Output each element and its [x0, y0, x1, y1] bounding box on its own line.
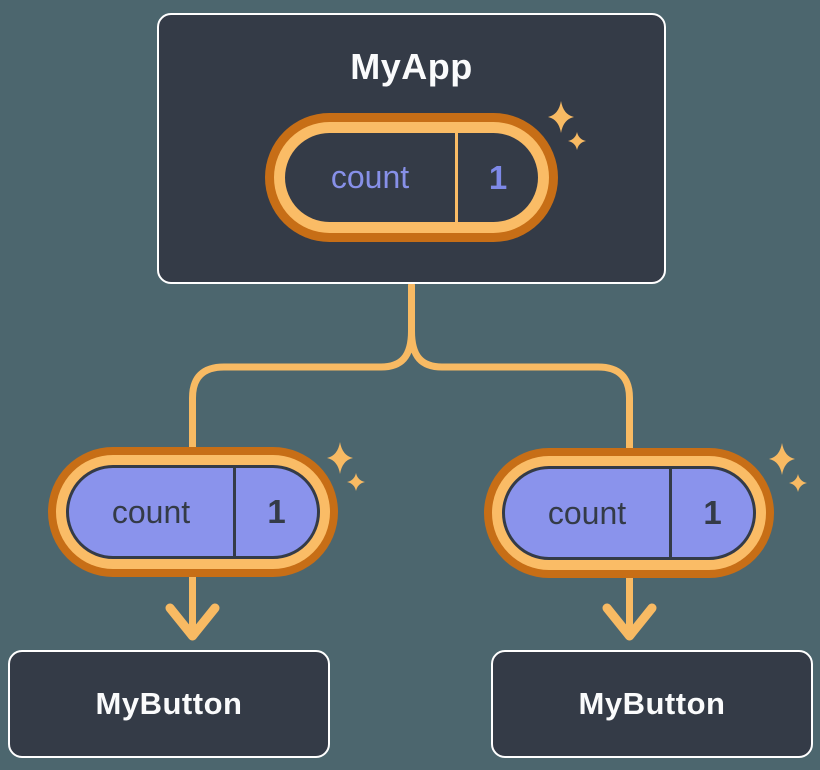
pill-divider — [233, 468, 236, 556]
state-pill-root: count 1 — [265, 113, 558, 242]
pill-body: count 1 — [502, 466, 756, 560]
component-node-mybutton-right: MyButton — [491, 650, 813, 758]
pill-inner-ring: count 1 — [274, 122, 549, 233]
sparkle-icon — [769, 443, 807, 492]
right-arrowhead-icon — [602, 603, 657, 641]
state-key-label: count — [330, 159, 410, 195]
pill-divider — [455, 133, 458, 222]
component-title: MyApp — [350, 46, 473, 87]
component-title: MyButton — [95, 686, 243, 721]
left-arrowhead-icon — [165, 603, 220, 641]
pill-body: count 1 — [285, 133, 538, 222]
pill-inner-ring: count 1 — [492, 456, 766, 570]
left-branch-line — [189, 327, 415, 636]
sparkle-icon — [548, 101, 586, 150]
component-title: MyButton — [578, 686, 726, 721]
pill-divider — [669, 469, 672, 557]
right-branch-line — [408, 327, 633, 636]
state-key-label: count — [547, 494, 627, 531]
state-key-label: count — [111, 493, 191, 530]
sparkle-icon — [327, 442, 365, 491]
state-value-label: 1 — [703, 494, 722, 531]
pill-inner-ring: count 1 — [56, 455, 330, 569]
pill-body: count 1 — [66, 465, 320, 559]
state-value-label: 1 — [267, 493, 286, 530]
component-node-mybutton-left: MyButton — [8, 650, 330, 758]
state-pill-left-child: count 1 — [48, 447, 338, 577]
state-pill-right-child: count 1 — [484, 448, 774, 578]
state-value-label: 1 — [488, 158, 508, 196]
